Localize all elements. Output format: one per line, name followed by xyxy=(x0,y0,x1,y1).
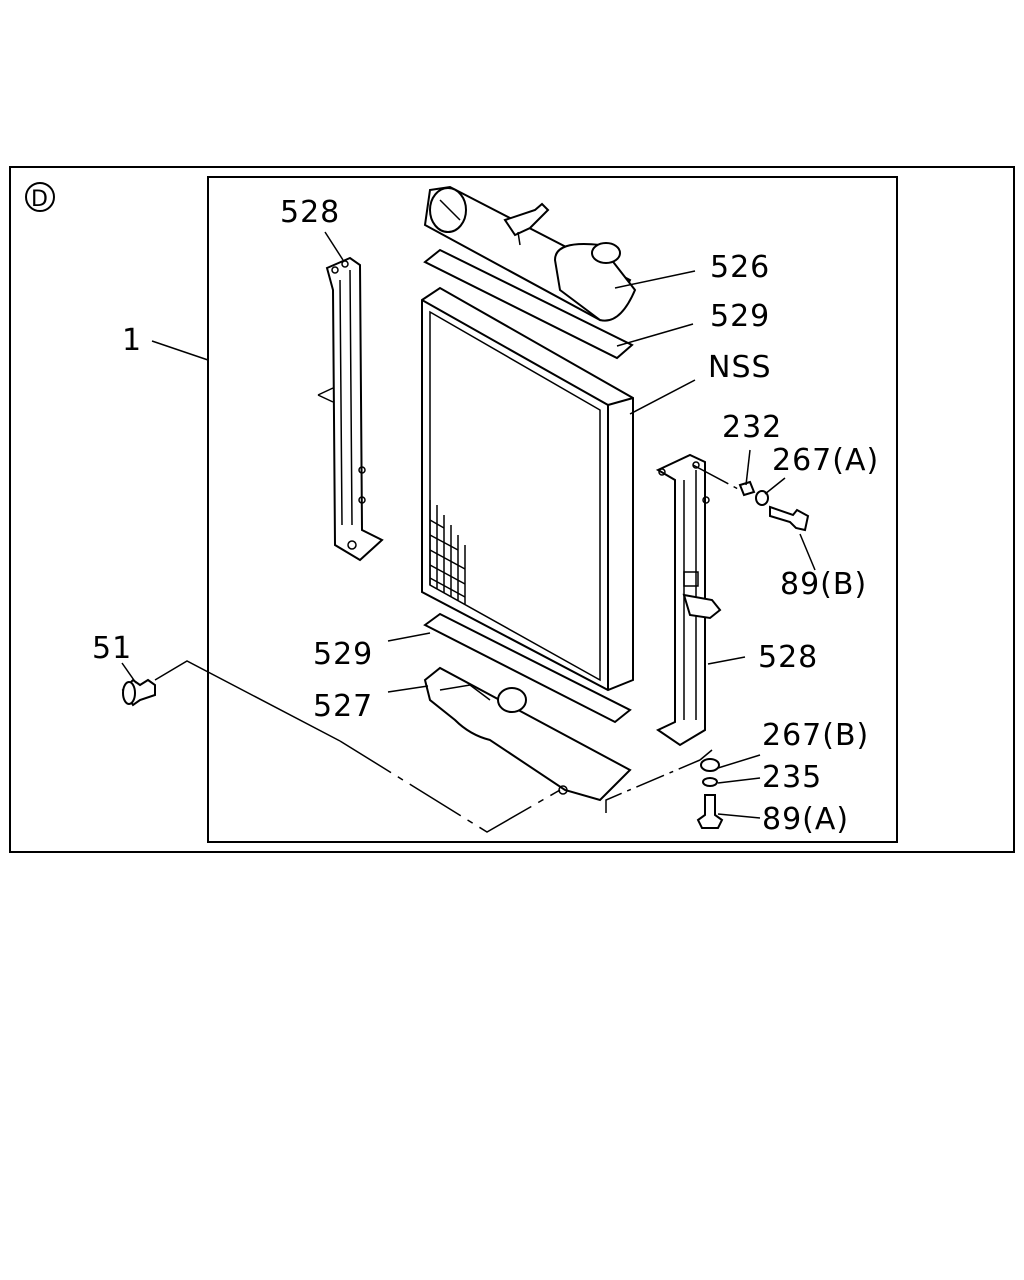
callout-drain-plug: 51 xyxy=(92,631,132,666)
callout-washer-b: 267(B) xyxy=(762,718,869,753)
callout-bracket-right: 528 xyxy=(758,640,818,675)
upper-seal-part xyxy=(423,248,634,360)
callout-nut: 232 xyxy=(722,410,782,445)
callout-upper-tank: 526 xyxy=(710,250,770,285)
leader-lines xyxy=(121,231,816,833)
lower-tank-part xyxy=(423,666,632,802)
outer-frame xyxy=(9,166,1015,853)
callout-spacer: 235 xyxy=(762,760,822,795)
upper-hardware xyxy=(738,480,810,532)
core-part xyxy=(421,286,634,692)
callout-seal-upper: 529 xyxy=(710,299,770,334)
upper-tank-part xyxy=(423,185,637,322)
callout-bolt-b: 89(B) xyxy=(780,567,867,602)
callout-bracket-left: 528 xyxy=(280,195,340,230)
section-marker-letter: D xyxy=(31,187,49,212)
callout-core: NSS xyxy=(708,350,772,385)
right-bracket-part xyxy=(655,453,722,747)
callout-assembly: 1 xyxy=(122,323,142,358)
inner-frame xyxy=(207,176,898,843)
lower-seal-part xyxy=(423,612,632,724)
lower-hardware xyxy=(696,758,724,829)
left-bracket-part xyxy=(317,256,384,562)
callout-washer-a: 267(A) xyxy=(772,443,879,478)
callout-lower-tank: 527 xyxy=(313,689,373,724)
callout-seal-lower: 529 xyxy=(313,637,373,672)
drain-plug-part xyxy=(121,678,156,707)
callout-bolt-a: 89(A) xyxy=(762,802,849,837)
section-marker: D xyxy=(25,182,55,212)
